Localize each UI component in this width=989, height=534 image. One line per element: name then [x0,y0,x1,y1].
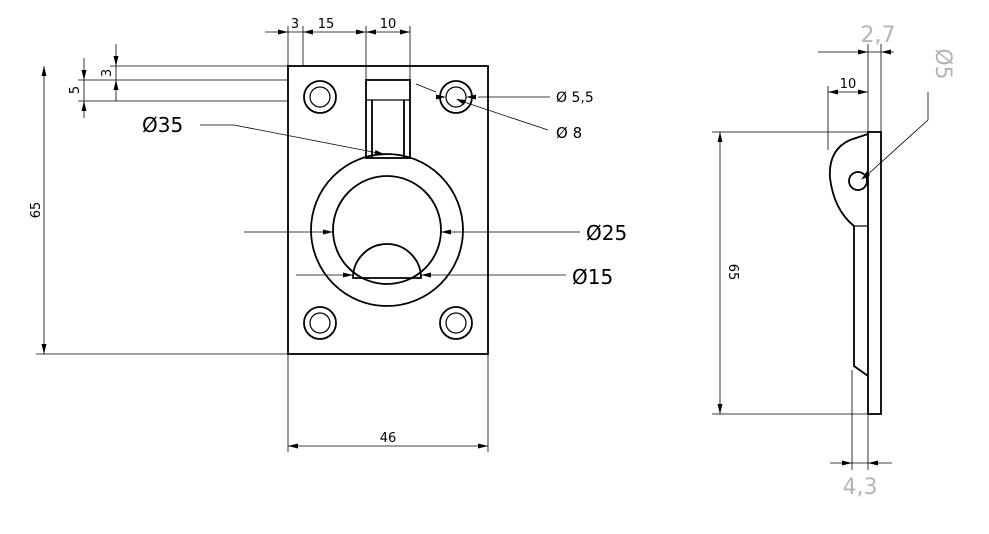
dim-dia5-side-text: Ø5 [930,48,955,79]
callout-dia8: Ø 8 [456,99,582,142]
callout-dia25-text: Ø25 [586,221,627,245]
dim-width-46-text: 46 [380,431,397,446]
callout-dia15-text: Ø15 [572,265,613,289]
callout-dia35: Ø35 [142,113,386,156]
front-view: 3 15 10 3 5 65 [29,17,627,452]
dim-2-7: 2,7 [818,23,896,132]
dim-height-65-front: 65 [29,66,288,355]
top-dimension-chain: 3 15 10 [265,17,411,80]
mounting-hole-bottom-left [303,306,337,340]
callout-dia35-text: Ø35 [142,113,183,137]
dim-top-10: 10 [380,17,397,32]
dim-height-65-side-text: 65 [725,264,740,281]
dim-height-65-text: 65 [29,202,44,219]
dim-top-3: 3 [291,17,299,32]
dim-10-side: 10 [827,77,868,150]
plate-outline [287,65,489,355]
callout-dia5-5-text: Ø 5,5 [556,90,594,106]
dim-4-3-text: 4,3 [843,475,878,500]
callout-dia15: Ø15 [296,265,613,289]
dim-width-46: 46 [287,354,489,452]
side-hinge-lug [828,133,869,377]
side-plate [867,131,882,415]
pull-ring [310,153,464,307]
side-view: 2,7 Ø5 10 65 [712,23,955,500]
mounting-hole-top-left [303,80,337,114]
hinge-slot [365,79,411,159]
dim-10-side-text: 10 [840,77,857,92]
side-hinge-hole [848,171,868,191]
dim-2-7-text: 2,7 [861,23,896,48]
dim-4-3: 4,3 [830,370,892,500]
dim-top-15: 15 [318,17,335,32]
callout-dia8-text: Ø 8 [556,124,582,142]
dim-left-5: 5 [68,86,83,94]
mounting-hole-bottom-right [439,306,473,340]
left-small-dimensions: 3 5 [68,44,288,118]
callout-dia5-5: Ø 5,5 [415,83,594,106]
dim-dia5-side: Ø5 [861,48,955,180]
callout-dia25: Ø25 [244,221,627,245]
dim-height-65-side: 65 [712,131,868,415]
dim-left-3: 3 [100,69,115,77]
